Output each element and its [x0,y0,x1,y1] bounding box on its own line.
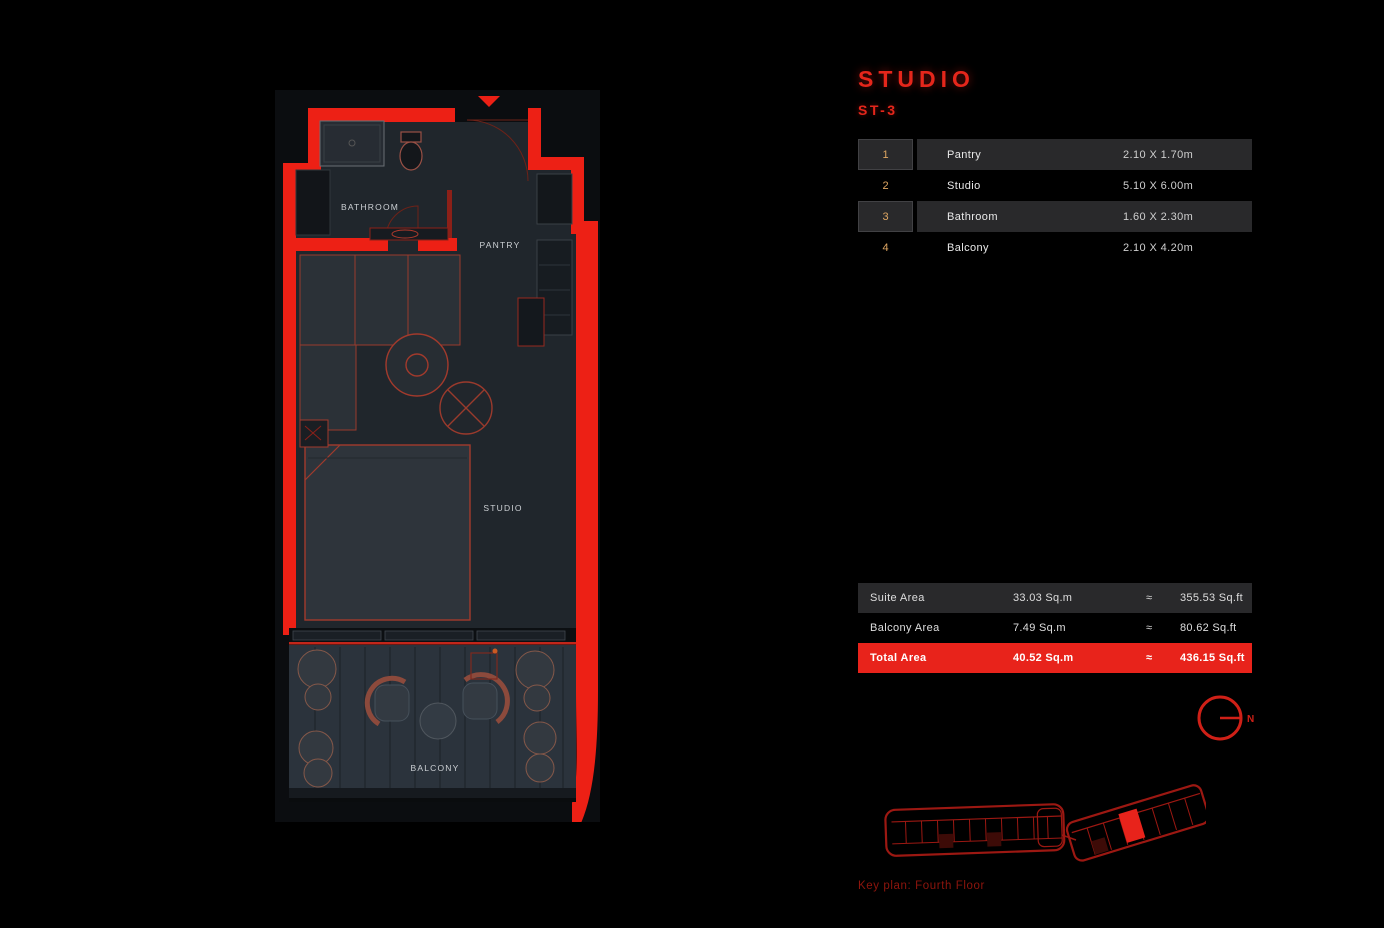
balcony-table [419,702,457,740]
area-sqft: 436.15 Sq.ft [1180,652,1245,664]
sofa [299,254,461,431]
entry-marker-icon [478,96,500,107]
area-label: Suite Area [870,592,925,604]
studio-label: STUDIO [483,503,522,513]
bathroom-door-jamb [447,190,452,238]
nightstand [299,419,329,448]
unit-walls [283,108,598,839]
floor-plan-svg: BATHROOM PANTRY STUDIO BALCONY [283,96,598,839]
table-row: 3 Bathroom 1.60 X 2.30m [858,201,1252,232]
area-row: Suite Area 33.03 Sq.m ≈ 355.53 Sq.ft [858,583,1252,613]
room-name: Pantry [947,148,982,161]
area-sqm: 40.52 Sq.m [1013,652,1074,664]
dimension-table: 1 Pantry 2.10 X 1.70m 2 Studio 5.10 X 6.… [858,139,1252,263]
sliding-door [289,628,576,645]
key-plan [884,784,1206,862]
table-row: 2 Studio 5.10 X 6.00m [858,170,1252,201]
page-title: STUDIO [858,66,975,92]
area-label: Total Area [870,652,927,664]
north-compass-icon: N [1197,695,1254,741]
approx-symbol: ≈ [1145,592,1153,604]
room-name: Bathroom [947,210,998,223]
bathroom-cabinet [295,169,331,236]
side-table-x [439,381,493,435]
row-number: 3 [858,201,913,232]
shower [319,120,385,167]
area-sqm: 7.49 Sq.m [1013,622,1066,634]
area-summary-table: Suite Area 33.03 Sq.m ≈ 355.53 Sq.ft Bal… [858,583,1252,673]
pantry-cabinets [517,173,573,347]
compass-n-label: N [1247,714,1254,725]
room-dimensions: 5.10 X 6.00m [1123,179,1194,192]
area-sqm: 33.03 Sq.m [1013,592,1073,604]
area-row: Balcony Area 7.49 Sq.m ≈ 80.62 Sq.ft [858,613,1252,643]
coffee-table [385,333,449,397]
toilet [399,131,423,171]
row-number: 2 [882,179,889,192]
row-number: 1 [858,139,913,170]
room-dimensions: 1.60 X 2.30m [1123,210,1194,223]
bathroom-label: BATHROOM [341,202,399,212]
area-row-total: Total Area 40.52 Sq.m ≈ 436.15 Sq.ft [858,643,1252,673]
area-label: Balcony Area [870,622,940,634]
key-plan-caption: Key plan: Fourth Floor [858,880,985,892]
row-number: 4 [882,241,889,254]
unit-code: ST-3 [858,102,898,118]
room-name: Studio [947,179,981,192]
room-name: Balcony [947,241,989,254]
bed [304,444,471,621]
approx-symbol: ≈ [1145,652,1153,664]
approx-symbol: ≈ [1145,622,1153,634]
balcony-chair-left [364,675,410,727]
room-dimensions: 2.10 X 1.70m [1123,148,1194,161]
balcony-label: BALCONY [410,763,459,773]
floor-plan-panel: BATHROOM PANTRY STUDIO BALCONY [275,90,600,839]
table-row: 4 Balcony 2.10 X 4.20m [858,232,1252,263]
balcony-chair-right [462,672,510,724]
balcony-plants [297,649,557,788]
area-sqft: 355.53 Sq.ft [1180,592,1243,604]
balcony-lamp [470,648,498,680]
area-sqft: 80.62 Sq.ft [1180,622,1237,634]
room-dimensions: 2.10 X 4.20m [1123,241,1194,254]
pantry-label: PANTRY [480,240,521,250]
table-row: 1 Pantry 2.10 X 1.70m [858,139,1252,170]
vanity-sink [369,227,449,241]
key-plan-highlighted-unit [1118,808,1146,843]
